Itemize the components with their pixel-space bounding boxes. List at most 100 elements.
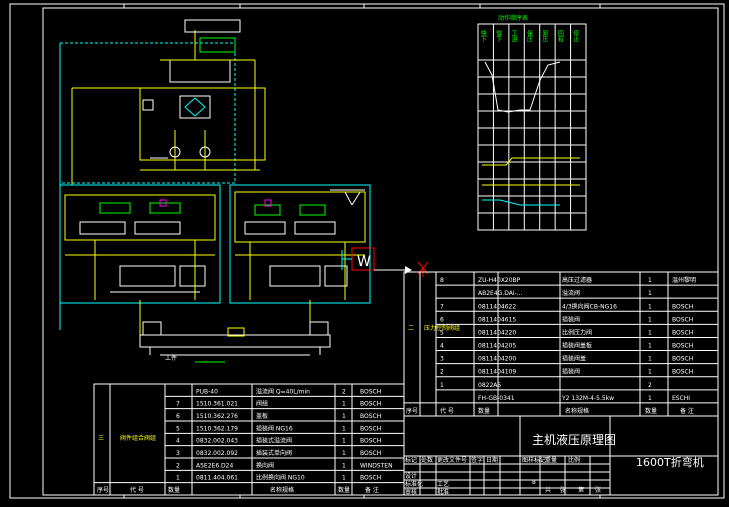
- row-no: 6: [176, 413, 180, 420]
- scale-value: 8: [532, 479, 536, 486]
- parts-right-row: 3 0811404200 插装阀盖 1 BOSCH: [440, 355, 693, 363]
- legend-col-2: 工进: [510, 30, 517, 43]
- parts-left-header-1: 代 号: [130, 486, 144, 494]
- row-code: 0811404109: [478, 369, 516, 376]
- row-code: ZU-H40X20BP: [478, 277, 521, 284]
- row-note: BOSCH: [672, 303, 693, 310]
- row-name: 高压过滤器: [562, 276, 592, 284]
- row-no: 2: [440, 369, 444, 376]
- row-qty: 1: [648, 277, 652, 284]
- workpiece-label: 工件: [165, 354, 177, 362]
- title-block-label-7: 比例: [568, 456, 580, 464]
- row-qty: 1: [342, 425, 346, 432]
- parts-left-header-5: 备 注: [365, 486, 379, 494]
- drawing-title: 主机液压原理图: [532, 432, 616, 447]
- legend-col-4: 卸压: [541, 29, 548, 43]
- row-code: 0832.002.043: [196, 438, 238, 445]
- row-qty: 1: [648, 343, 652, 350]
- row-name: 溢流阀: [562, 289, 580, 297]
- title-block-label-11: 工艺: [437, 480, 449, 488]
- title-block-label-1: 处数: [421, 456, 433, 464]
- row-qty: 1: [342, 462, 346, 469]
- row-code: 0811404205: [478, 343, 516, 350]
- title-block-label-4: 日期: [486, 456, 498, 464]
- machine-title: 1600T折弯机: [636, 455, 704, 469]
- row-qty: 1: [648, 356, 652, 363]
- row-code: A5E2E6.D24: [196, 462, 233, 469]
- row-no: 3: [440, 356, 444, 363]
- row-qty: 1: [648, 290, 652, 297]
- row-name: 插装阀: [562, 315, 580, 323]
- title-block-label-6: 重量: [545, 456, 557, 464]
- legend-col-1: 慢下: [495, 29, 502, 43]
- row-name: 插装阀 NG16: [256, 424, 293, 432]
- legend-col-5: 回程: [556, 30, 563, 43]
- row-qty: 1: [648, 316, 652, 323]
- row-code: FH-GB-0341: [478, 395, 515, 402]
- row-code: 0811404622: [478, 303, 516, 310]
- parts-left-header-3: 名称规格: [270, 486, 294, 494]
- row-qty: 1: [342, 401, 346, 408]
- title-block-label-10: 审核: [405, 488, 417, 496]
- row-code: 0811404200: [478, 356, 516, 363]
- row-name: 插装阀盖: [562, 355, 586, 363]
- drawing-frame: [9, 3, 725, 499]
- row-note: BOSCH: [672, 356, 693, 363]
- row-qty: 1: [342, 438, 346, 445]
- row-note: WINDSTEN: [360, 462, 393, 469]
- parts-right-header-4: 数量: [645, 407, 657, 415]
- row-name: 换向阀: [256, 461, 274, 469]
- row-code: 0811404220: [478, 329, 516, 336]
- row-qty: 1: [342, 450, 346, 457]
- parts-right-header-3: 名称规格: [565, 407, 589, 415]
- group-no-left: 三: [98, 435, 104, 442]
- row-note: BOSCH: [360, 401, 381, 408]
- title-block-label-15: 第: [578, 486, 584, 494]
- row-name: 溢流阀 Q=40L/min: [256, 387, 310, 395]
- row-code: 0811.404.061: [196, 475, 238, 482]
- row-note: 温州黎明: [672, 276, 696, 284]
- title-block-label-2: 更改文件号: [437, 456, 467, 464]
- parts-left-header-4: 数量: [338, 486, 350, 494]
- row-note: BOSCH: [360, 475, 381, 482]
- row-no: 2: [176, 462, 180, 469]
- row-note: BOSCH: [672, 316, 693, 323]
- title-block-label-12: 批准: [437, 488, 449, 496]
- row-no: 3: [176, 450, 180, 457]
- row-note: BOSCH: [672, 343, 693, 350]
- row-qty: 2: [648, 382, 652, 389]
- row-note: BOSCH: [360, 438, 381, 445]
- row-note: ESCHI: [672, 395, 690, 402]
- row-code: 0822A5: [478, 382, 501, 389]
- parts-right-header-5: 备 注: [680, 407, 694, 415]
- group-name-right: 压力控制阀组: [424, 324, 460, 332]
- row-qty: 1: [648, 369, 652, 376]
- row-code: 1510.362.276: [196, 413, 238, 420]
- row-name: 比例压力阀: [562, 328, 592, 336]
- row-qty: 1: [648, 303, 652, 310]
- row-qty: 2: [342, 388, 346, 395]
- title-block-label-16: 张: [595, 486, 601, 494]
- row-code: 0832.002.092: [196, 450, 238, 457]
- title-block-label-9: 标准化: [405, 480, 423, 488]
- title-block-label-8: 设计: [405, 472, 417, 480]
- row-note: BOSCH: [360, 425, 381, 432]
- legend-col-0: 快下: [479, 29, 486, 43]
- row-name: 插装阀盖板: [562, 342, 592, 350]
- row-no: 8: [440, 277, 444, 284]
- title-block: 主机液压原理图 1600T折弯机 8 标记处数更改文件号签字日期图样标记重量比例…: [403, 415, 719, 496]
- parts-right-header-0: 序号: [406, 407, 418, 415]
- left-valve-group: [59, 184, 221, 335]
